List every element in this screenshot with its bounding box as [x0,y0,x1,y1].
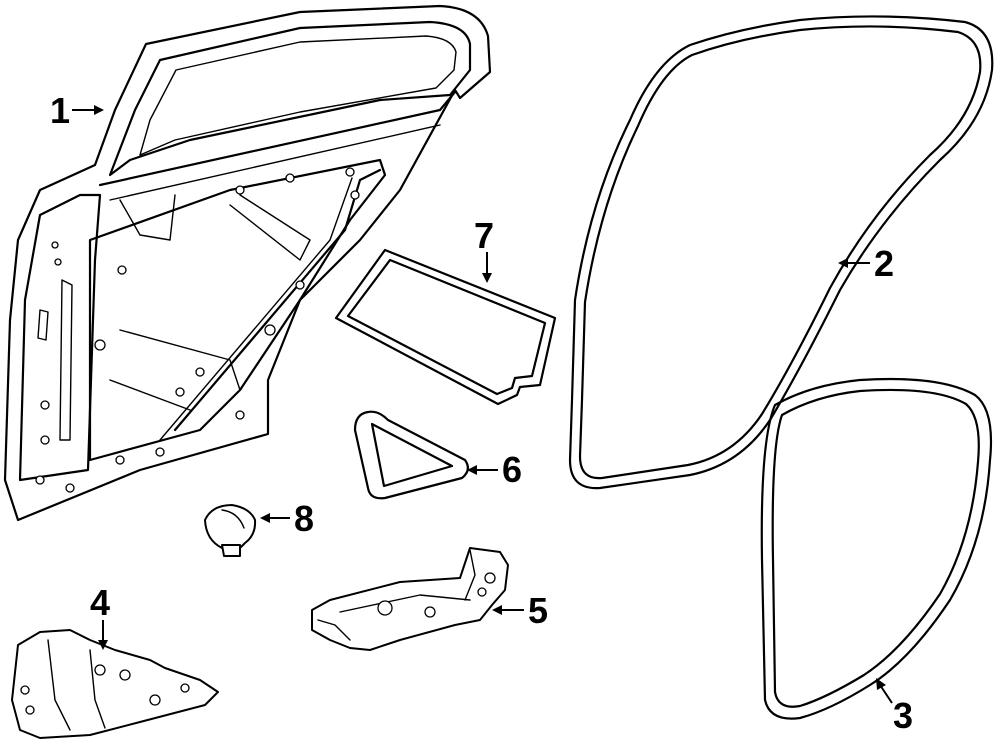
callout-1: 1 [50,90,70,131]
part-7-window-seal[interactable] [334,248,557,406]
part-1-door-shell[interactable] [3,4,492,522]
callout-4: 4 [90,582,110,623]
part-6-triangle-seal[interactable] [353,410,469,500]
part-3-weatherstrip[interactable] [760,377,993,720]
callout-8: 8 [294,498,314,539]
callout-3: 3 [893,695,913,736]
callout-6: 6 [502,449,522,490]
part-4-lower-bracket[interactable] [11,629,219,739]
callout-2: 2 [874,243,894,284]
part-5-bracket[interactable] [311,547,509,651]
part-2-weatherstrip[interactable] [568,15,994,490]
part-8-component[interactable] [204,504,257,557]
leader-lines [72,105,893,704]
callout-7: 7 [474,215,494,256]
callout-5: 5 [528,590,548,631]
